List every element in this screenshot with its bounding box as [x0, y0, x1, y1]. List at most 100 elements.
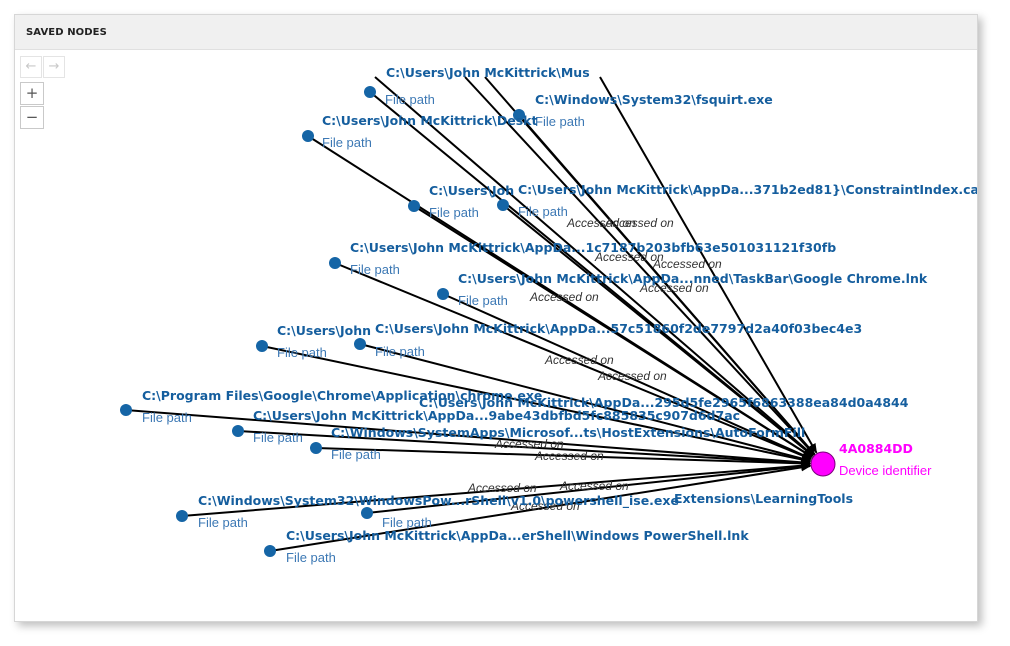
file-node-dot[interactable]: [408, 200, 420, 212]
file-path-label: C:\Users\John: [277, 323, 371, 338]
file-node-dot[interactable]: [361, 507, 373, 519]
edge-line: [502, 204, 814, 457]
file-node-dot[interactable]: [497, 199, 509, 211]
panel-header: SAVED NODES: [15, 15, 977, 50]
file-node[interactable]: C:\Users\John McKittrick\AppDa...nned\Ta…: [437, 271, 928, 308]
edge-line: [269, 463, 812, 552]
arrow-right-icon: →: [48, 59, 60, 74]
back-button[interactable]: ←: [20, 56, 42, 78]
file-path-label: C:\Users\John McKittrick\AppDa...371b2ed…: [518, 182, 977, 197]
node-type-label: File path: [277, 345, 327, 360]
edge-label: Accessed on: [639, 281, 709, 295]
file-node-dot[interactable]: [232, 425, 244, 437]
edge-label: Accessed on: [510, 499, 580, 513]
node-type-label: File path: [350, 262, 400, 277]
file-node[interactable]: C:\Users\John McKittrick\AppDa...57c5186…: [354, 321, 862, 359]
file-path-label: C:\Program Files\Google\Chrome\Applicati…: [142, 388, 542, 403]
file-node-dot[interactable]: [437, 288, 449, 300]
edge-label: Accessed on: [604, 216, 674, 230]
file-node-dot[interactable]: [256, 340, 268, 352]
edge-line: [442, 293, 813, 460]
edge-line: [464, 76, 815, 456]
file-path-label: C:\Users\John McKittrick\AppDa...nned\Ta…: [458, 271, 928, 286]
node-type-label: File path: [382, 515, 432, 530]
file-node[interactable]: C:\Program Files\Google\Chrome\Applicati…: [120, 388, 542, 425]
zoom-in-button[interactable]: +: [20, 82, 44, 105]
forward-button[interactable]: →: [43, 56, 65, 78]
edge-label: Accessed on: [494, 437, 564, 451]
edge-label: Accessed on: [652, 257, 722, 271]
edge-label: Accessed on: [534, 449, 604, 463]
file-path-label: C:\Windows\System32\fsquirt.exe: [535, 92, 773, 107]
node-type-label: File path: [198, 515, 248, 530]
device-type-label: Device identifier: [839, 463, 932, 478]
file-node[interactable]: C:\Users\John McKittrick\AppDa...9abe43d…: [232, 408, 740, 445]
file-node[interactable]: C:\Users\John McKittrick\AppDa...erShell…: [264, 528, 749, 565]
node-type-label: File path: [142, 410, 192, 425]
edge-line: [125, 409, 812, 467]
edge-label: Accessed on: [544, 353, 614, 367]
partial-path-label: C:\Users\John McKittrick\AppDa...295d5fe…: [419, 395, 909, 410]
file-node-dot[interactable]: [302, 130, 314, 142]
edge-label: Accessed on: [597, 369, 667, 383]
file-node[interactable]: C:\Users\John McKittrick\AppDa...371b2ed…: [497, 182, 977, 219]
file-node-dot[interactable]: [329, 257, 341, 269]
file-node-dot[interactable]: [354, 338, 366, 350]
file-node-dot[interactable]: [176, 510, 188, 522]
edge-label: Accessed on: [559, 479, 629, 493]
edge-label: Accessed on: [529, 290, 599, 304]
node-type-label: File path: [535, 114, 585, 129]
edge-line: [261, 345, 812, 464]
node-type-label: File path: [253, 430, 303, 445]
arrow-left-icon: ←: [25, 59, 37, 74]
edge-line: [359, 343, 812, 463]
node-type-label: File path: [286, 550, 336, 565]
node-type-label: File path: [322, 135, 372, 150]
edge-line: [334, 262, 812, 460]
zoom-out-button[interactable]: −: [20, 106, 44, 129]
node-type-label: File path: [375, 344, 425, 359]
file-node[interactable]: File path: [361, 507, 432, 530]
node-type-label: File path: [518, 204, 568, 219]
file-path-label: C:\Windows\System32\WindowsPow...rShell\…: [198, 493, 679, 509]
file-node-dot[interactable]: [264, 545, 276, 557]
node-type-label: File path: [331, 447, 381, 462]
edge-label: Accessed on: [566, 216, 636, 230]
node-type-label: File path: [385, 92, 435, 107]
file-path-label: C:\Users\John McKittrick\Deskt: [322, 113, 537, 128]
nodes-layer: C:\Users\John McKittrick\AppDa...295d5fe…: [120, 65, 977, 565]
partial-path-label: Extensions\LearningTools: [674, 491, 853, 506]
file-path-label: C:\Users\John McKittrick\Mus: [386, 65, 590, 80]
file-node[interactable]: C:\Users\John McKittrick\AppDa...1c7187b…: [329, 240, 836, 277]
node-type-label: File path: [458, 293, 508, 308]
file-node-dot[interactable]: [310, 442, 322, 454]
edges-layer: [125, 76, 818, 552]
file-node-dot[interactable]: [513, 109, 525, 121]
file-node[interactable]: C:\Windows\SystemApps\Microsof...ts\Host…: [310, 425, 805, 462]
edge-line: [484, 76, 816, 455]
edge-line: [413, 205, 813, 458]
file-path-label: C:\Users\John McKittrick\AppDa...1c7187b…: [350, 240, 836, 255]
edge-label: Accessed on: [594, 250, 664, 264]
device-node-dot[interactable]: [810, 451, 836, 477]
edge-line: [366, 462, 812, 514]
file-node-dot[interactable]: [120, 404, 132, 416]
file-path-label: C:\Users\John McKittrick\AppDa...9abe43d…: [253, 408, 740, 423]
file-path-label: C:\Users\John McKittrick\AppDa...57c5186…: [375, 321, 862, 336]
file-node-dot[interactable]: [364, 86, 376, 98]
file-path-label: C:\Users\John McKittrick\AppDa...erShell…: [286, 528, 749, 543]
edge-line: [315, 447, 812, 468]
panel-title: SAVED NODES: [26, 27, 107, 38]
edge-line: [237, 430, 812, 467]
node-type-label: File path: [429, 205, 479, 220]
file-node[interactable]: C:\Windows\System32\WindowsPow...rShell\…: [176, 493, 679, 530]
